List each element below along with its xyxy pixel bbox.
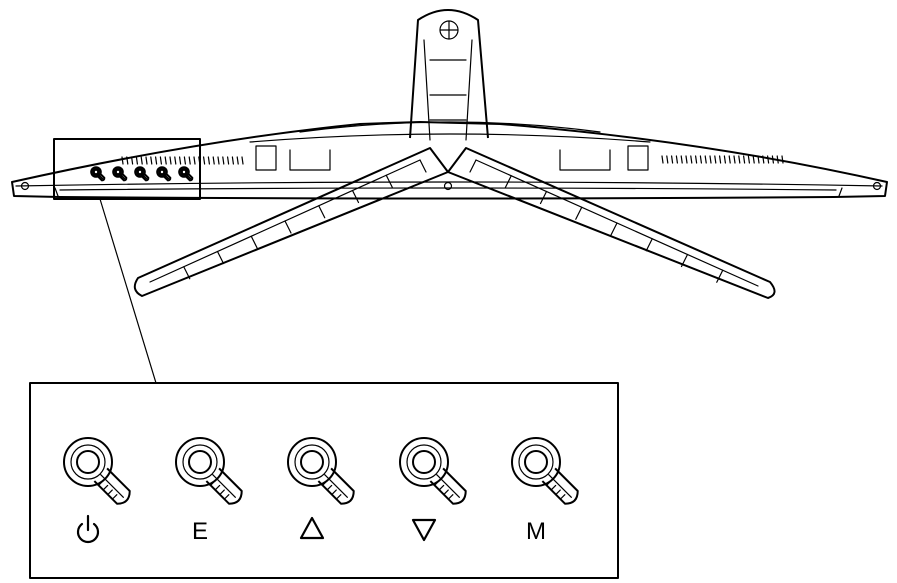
leader-line <box>99 198 157 384</box>
small-button-up[interactable] <box>134 166 150 182</box>
small-button-m[interactable] <box>178 166 194 182</box>
small-button-down[interactable] <box>156 166 172 182</box>
button-up[interactable] <box>287 437 355 505</box>
triangle-down-icon <box>411 518 437 542</box>
triangle-up-icon <box>299 516 325 540</box>
small-button-e[interactable] <box>112 166 128 182</box>
button-area-highlight <box>53 138 201 200</box>
button-down[interactable] <box>399 437 467 505</box>
button-m[interactable] <box>511 437 579 505</box>
small-button-power[interactable] <box>90 166 106 182</box>
button-label-e: E <box>192 518 208 545</box>
button-e[interactable] <box>175 437 243 505</box>
button-label-m: M <box>526 518 546 545</box>
monitor-body <box>11 121 888 200</box>
button-power[interactable] <box>63 437 131 505</box>
small-buttons <box>90 166 194 182</box>
zoom-inset-frame <box>29 382 619 579</box>
monitor-stand <box>133 9 776 299</box>
power-icon <box>76 514 100 544</box>
